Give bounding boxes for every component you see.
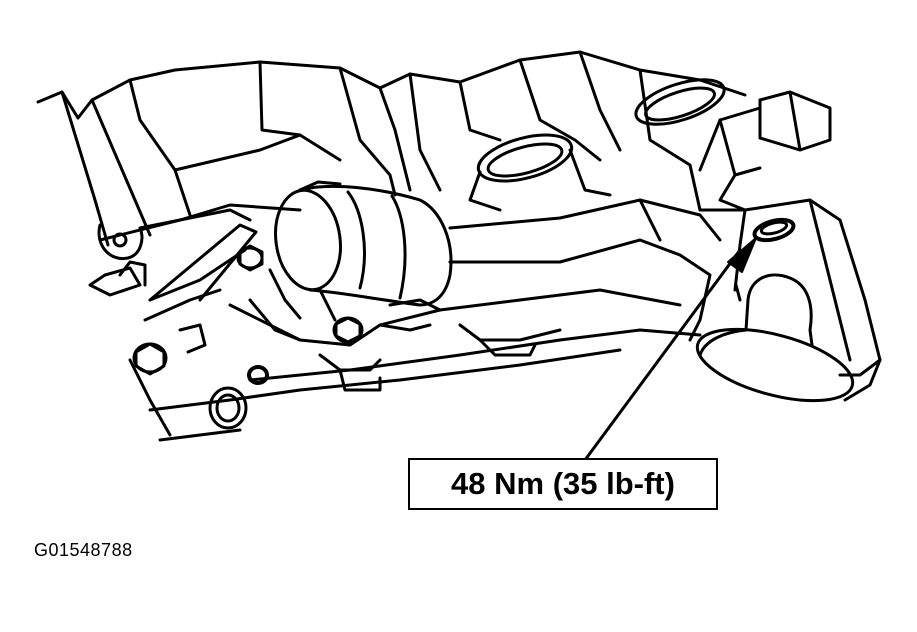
left-bolts (134, 246, 362, 428)
torque-spec-label: 48 Nm (35 lb-ft) (451, 466, 675, 501)
upper-port-openings (470, 71, 729, 210)
oil-tube (450, 200, 720, 340)
torque-callout: 48 Nm (35 lb-ft) (408, 458, 718, 510)
figure-id-label: G01548788 (34, 540, 133, 560)
pan-flange-tabs (250, 270, 440, 340)
drain-plug-cap (690, 275, 860, 415)
oil-pan-body (100, 205, 700, 440)
electrical-connector (700, 92, 830, 210)
oil-filter (269, 182, 451, 305)
engine-block-outline (38, 52, 745, 245)
drain-bolt (736, 216, 796, 300)
callout-leader-line (585, 238, 756, 460)
mounting-bracket (90, 210, 256, 300)
